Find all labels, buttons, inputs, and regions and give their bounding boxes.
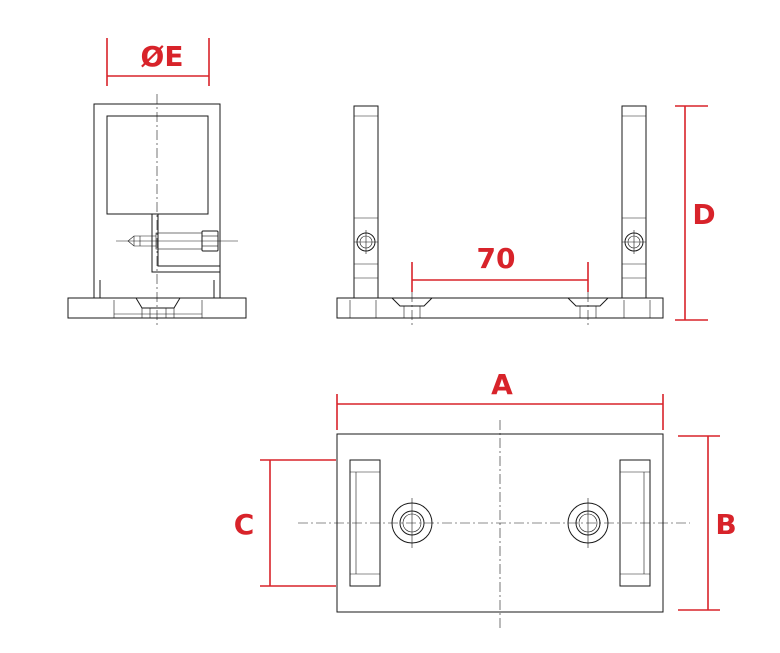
dim-b-label: B xyxy=(715,508,736,541)
dim-70-label: 70 xyxy=(477,242,516,275)
side-view-countersink-screw xyxy=(135,297,181,309)
front-view-right-post xyxy=(621,105,647,299)
side-view-window xyxy=(106,115,209,215)
dim-e-label: ØE xyxy=(141,40,184,73)
front-view-left-post xyxy=(353,105,379,299)
dim-c-label: C xyxy=(234,508,255,541)
dim-a-label: A xyxy=(491,368,513,401)
front-view-base-plate xyxy=(336,297,664,319)
side-view: ØE xyxy=(67,38,247,328)
dim-d-label: D xyxy=(692,198,715,231)
top-view: A B C xyxy=(234,368,737,628)
front-view: 70 D xyxy=(336,105,716,326)
